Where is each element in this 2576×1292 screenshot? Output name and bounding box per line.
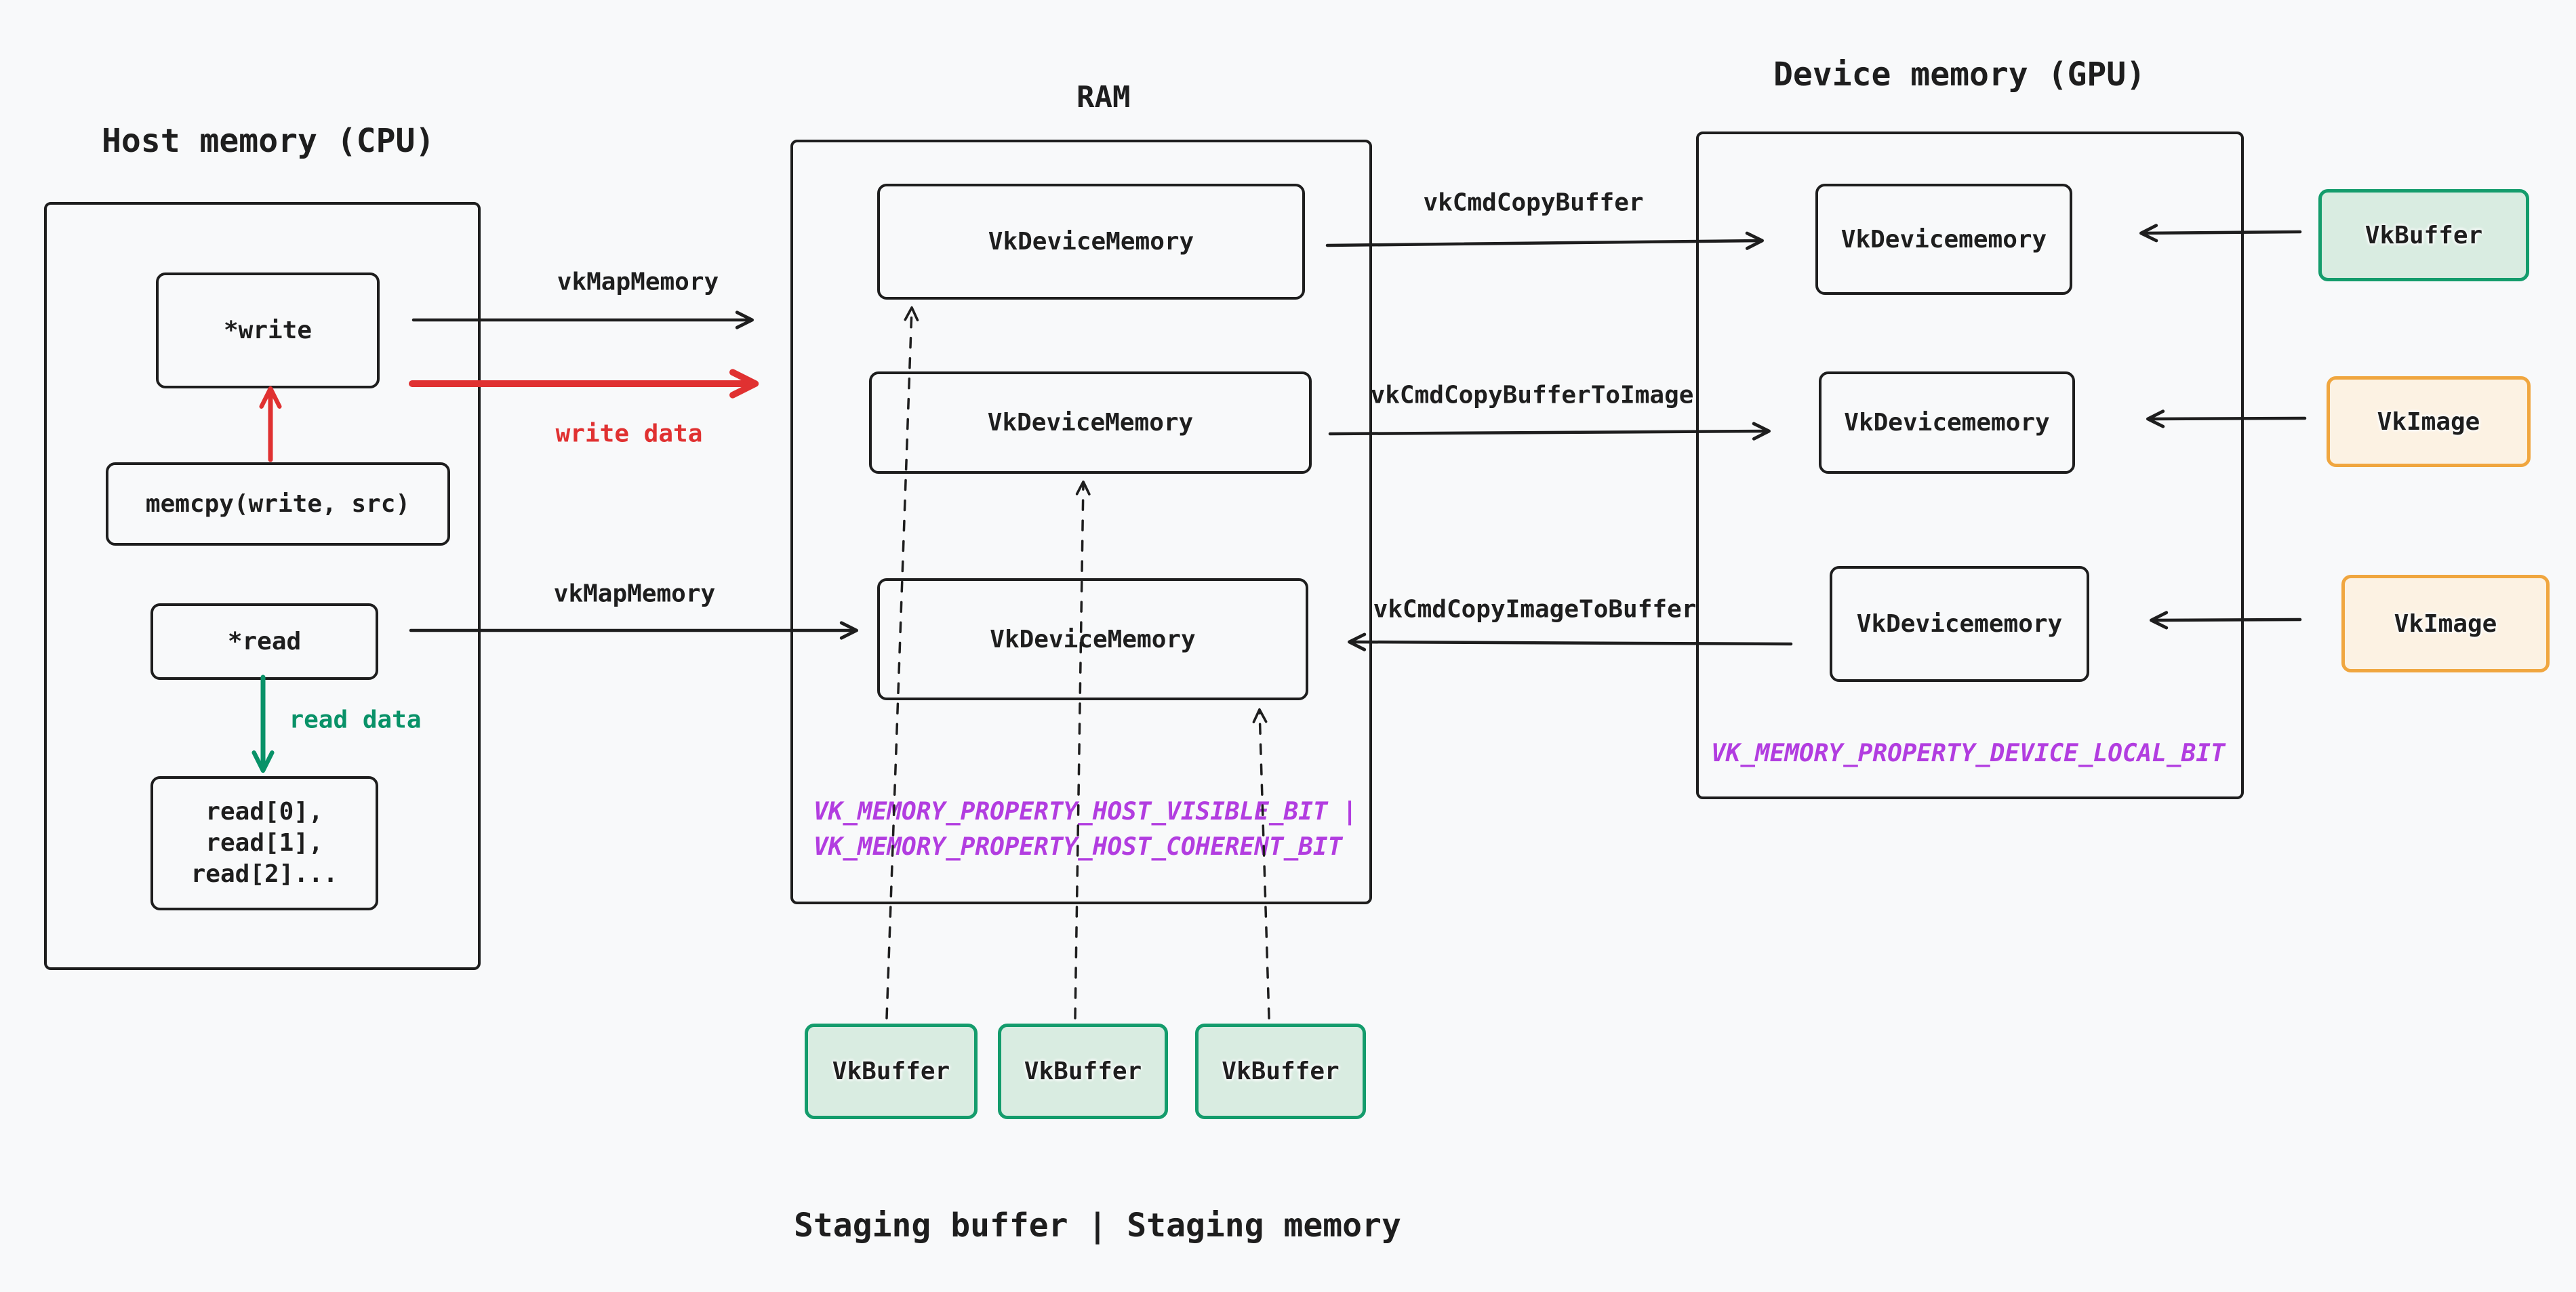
vkmapmemory-label-1: vkMapMemory (557, 268, 719, 296)
ram-title: RAM (1076, 80, 1131, 115)
memcpy-box-label: memcpy(write, src) (145, 490, 411, 518)
gpu-vkdevicememory-box-1: VkDevicememory (1815, 184, 2072, 295)
vkbuffer-resource-label: VkBuffer (2364, 221, 2483, 249)
read-array-line-0: read[0], (205, 798, 323, 826)
read-box-label: *read (227, 628, 302, 655)
host-visible-property-label: VK_MEMORY_PROPERTY_HOST_VISIBLE_BIT | VK… (813, 794, 1357, 865)
ram-vkdevicememory-label-3: VkDeviceMemory (990, 625, 1196, 653)
device-memory-container (1696, 132, 2244, 799)
host-memory-title: Host memory (CPU) (102, 122, 435, 160)
ram-vkdevicememory-box-2: VkDeviceMemory (869, 371, 1312, 474)
gpu-vkdevicememory-box-2: VkDevicememory (1819, 371, 2075, 474)
staging-vkbuffer-box-1: VkBuffer (805, 1024, 978, 1119)
vkmapmemory-label-2: vkMapMemory (553, 580, 716, 608)
ram-vkdevicememory-label-1: VkDeviceMemory (988, 228, 1194, 256)
staging-caption: Staging buffer | Staging memory (794, 1207, 1401, 1245)
read-array-box: read[0], read[1], read[2]... (150, 776, 378, 910)
ram-vkdevicememory-box-3: VkDeviceMemory (877, 578, 1308, 700)
staging-vkbuffer-box-2: VkBuffer (998, 1024, 1168, 1119)
vkcmdcopyimagetobuffer-label: vkCmdCopyImageToBuffer (1373, 595, 1697, 624)
gpu-vkdevicememory-label-1: VkDevicememory (1840, 225, 2047, 254)
write-box-label: *write (223, 317, 313, 344)
read-data-label: read data (289, 706, 422, 734)
device-local-property-label: VK_MEMORY_PROPERTY_DEVICE_LOCAL_BIT (1711, 740, 2226, 767)
ram-vkdevicememory-box-1: VkDeviceMemory (877, 184, 1305, 300)
read-box: *read (150, 603, 378, 680)
vkcmdcopybuffer-label: vkCmdCopyBuffer (1423, 188, 1644, 217)
vkbuffer-resource-box: VkBuffer (2318, 189, 2529, 281)
gpu-vkdevicememory-label-3: VkDevicememory (1856, 610, 2063, 638)
host-visible-property-line-1: VK_MEMORY_PROPERTY_HOST_VISIBLE_BIT | (813, 798, 1357, 826)
read-array-line-1: read[1], (205, 829, 323, 857)
gpu-vkdevicememory-box-3: VkDevicememory (1830, 566, 2089, 682)
vkimage-resource-box-2: VkImage (2341, 575, 2550, 672)
memcpy-box: memcpy(write, src) (106, 462, 450, 546)
staging-vkbuffer-label-2: VkBuffer (1024, 1057, 1142, 1085)
gpu-vkdevicememory-label-2: VkDevicememory (1844, 409, 2050, 437)
host-visible-property-line-2: VK_MEMORY_PROPERTY_HOST_COHERENT_BIT (813, 833, 1343, 861)
vkcmdcopybuffertoimage-label: vkCmdCopyBufferToImage (1370, 381, 1694, 409)
host-memory-container (44, 202, 481, 970)
device-memory-title: Device memory (GPU) (1773, 56, 2146, 94)
staging-vkbuffer-label-3: VkBuffer (1222, 1057, 1340, 1085)
read-array-line-2: read[2]... (190, 860, 338, 888)
staging-vkbuffer-label-1: VkBuffer (832, 1057, 950, 1085)
vkimage-resource-box-1: VkImage (2327, 376, 2531, 467)
vkimage-resource-label-2: VkImage (2394, 609, 2497, 638)
write-box: *write (156, 272, 380, 388)
write-data-label: write data (555, 420, 703, 448)
ram-vkdevicememory-label-2: VkDeviceMemory (987, 409, 1194, 437)
staging-vkbuffer-box-3: VkBuffer (1195, 1024, 1366, 1119)
vkimage-resource-label-1: VkImage (2377, 407, 2480, 436)
